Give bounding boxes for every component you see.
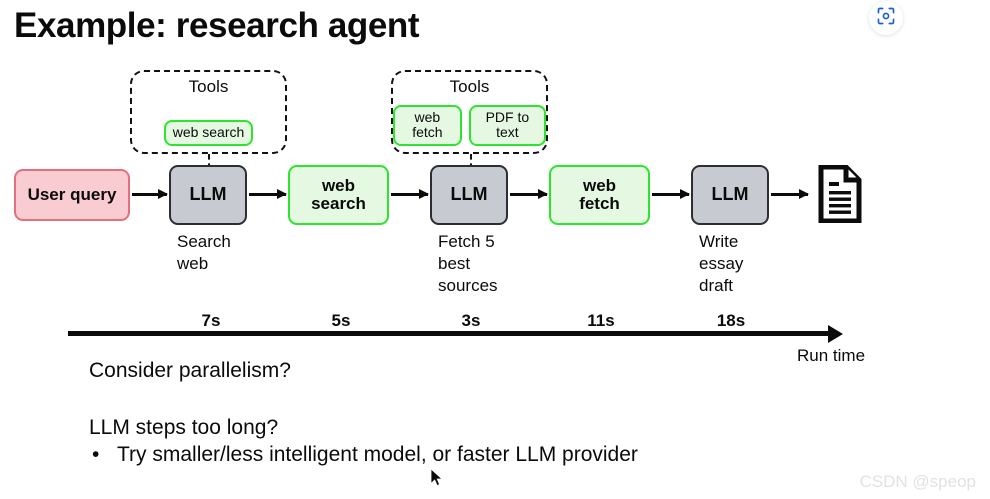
watermark: CSDN @speop (859, 472, 976, 491)
caption-llm-3: Write essay draft (699, 232, 744, 295)
timeline-axis-label: Run time (797, 346, 866, 365)
caption-llm-2: Fetch 5 best sources (438, 232, 498, 295)
connector-3 (391, 189, 429, 199)
note-llm-steps-too-long: LLM steps too long? (89, 416, 279, 439)
timeline-axis (68, 324, 843, 343)
connector-1 (132, 189, 168, 199)
tools-group-2-caption: Tools (449, 77, 490, 96)
tool-chip-web-fetch[interactable]: web fetch (393, 104, 462, 146)
node-llm-3[interactable]: LLM (691, 165, 769, 225)
connector-5 (652, 189, 690, 199)
tool-chip-web-search[interactable]: web search (163, 120, 254, 146)
bullet-marker: • (92, 443, 100, 466)
note-consider-parallelism: Consider parallelism? (89, 359, 291, 382)
caption-llm-1: Search web (177, 232, 231, 273)
tools-group-2-chips: web fetch PDF to text (393, 104, 546, 146)
connector-4 (510, 189, 548, 199)
tick-label-5: 18s (716, 311, 746, 330)
scan-lens-button[interactable] (869, 1, 903, 35)
tool-chip-pdf-to-text[interactable]: PDF to text (468, 104, 546, 146)
tools-group-1-caption: Tools (188, 77, 229, 96)
mouse-cursor (430, 468, 444, 488)
node-web-fetch[interactable]: web fetch (549, 165, 650, 225)
tools-group-2-stem (470, 154, 472, 169)
scan-lens-icon (876, 6, 896, 31)
node-llm-2[interactable]: LLM (430, 165, 508, 225)
tick-label-4: 11s (587, 311, 615, 330)
note-bullet-try-smaller-model: Try smaller/less intelligent model, or f… (117, 443, 638, 466)
connector-2 (249, 189, 287, 199)
tick-label-2: 5s (331, 311, 351, 330)
tick-label-1: 7s (201, 311, 221, 330)
node-user-query[interactable]: User query (14, 169, 130, 221)
connector-6 (771, 189, 809, 199)
node-llm-1[interactable]: LLM (169, 165, 247, 225)
node-web-search[interactable]: web search (288, 165, 389, 225)
tools-group-1-chips: web search (132, 120, 285, 146)
tools-group-web-fetch-pdf: Tools web fetch PDF to text (391, 70, 548, 154)
document-icon (818, 164, 862, 224)
tools-group-1-stem (208, 154, 210, 169)
page-title: Example: research agent (14, 6, 420, 45)
tools-group-web-search: Tools web search (130, 70, 287, 154)
tick-label-3: 3s (461, 311, 481, 330)
